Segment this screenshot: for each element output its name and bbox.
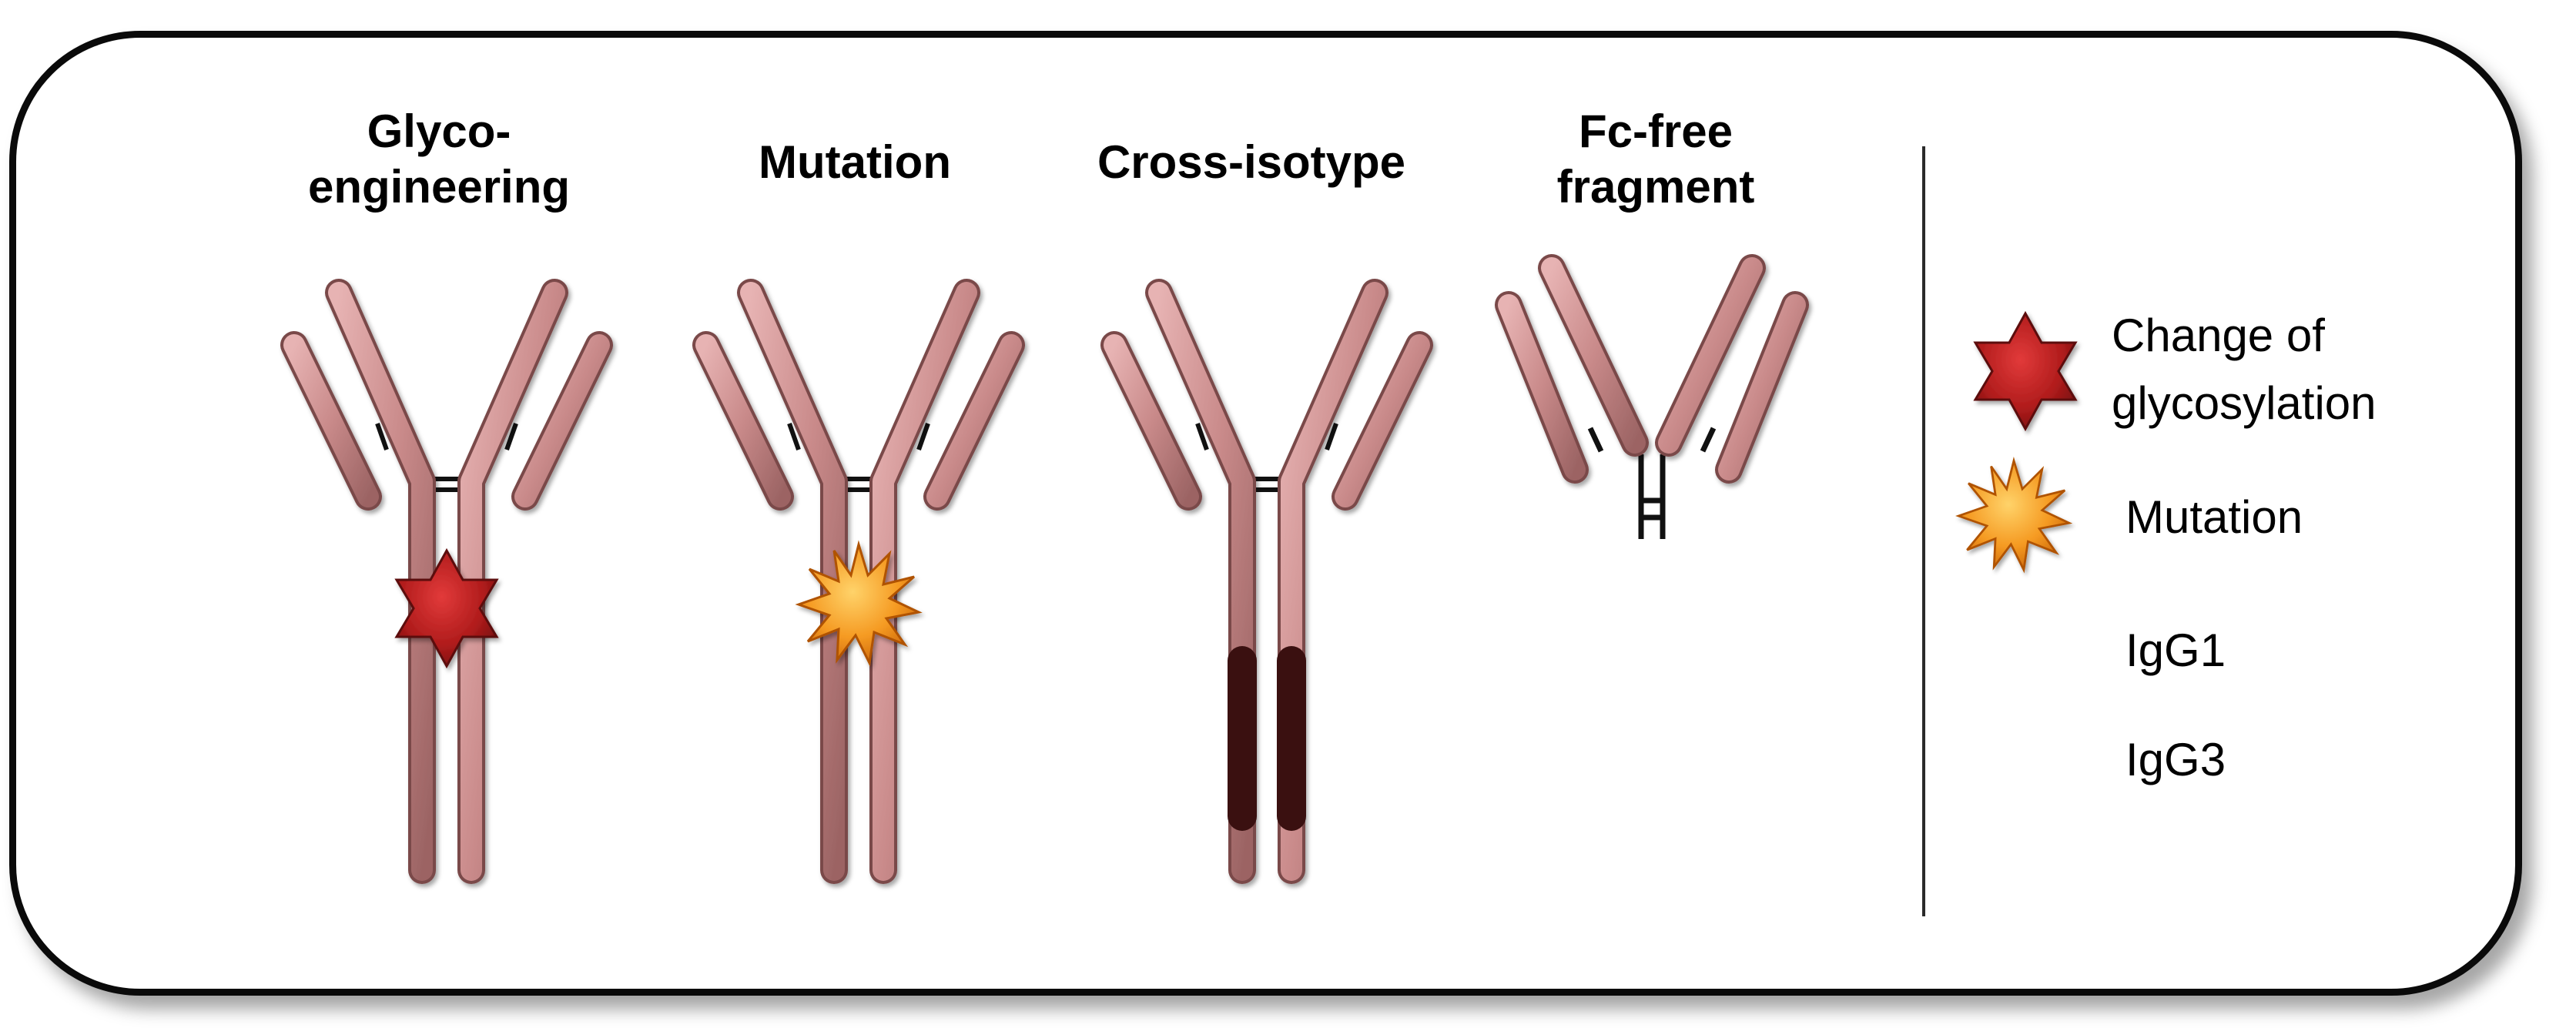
igg3-segment [1228,646,1306,831]
legend-label-igg1: IgG1 [2125,625,2226,676]
panel-title-glycoengineering: Glyco- engineering [254,104,624,215]
red-star-icon [1974,312,2077,430]
antibody-mutated-icon [706,293,1011,870]
antibody-glycoengineered-icon [294,293,599,870]
title-line: fragment [1556,161,1755,213]
panel-title-mutation: Mutation [759,136,951,188]
title-line: Glyco- [367,105,511,157]
orange-burst-icon [1957,459,2071,571]
antibody-cross-isotype-icon [1114,293,1419,870]
panel-title-cross-isotype: Cross-isotype [1097,136,1406,188]
legend-line: Change of [2112,310,2325,361]
panel-title-fc-free-fragment: Fc-free fragment [1471,104,1841,215]
legend-label-igg3: IgG3 [2125,734,2226,785]
legend-line: glycosylation [2112,377,2377,429]
legend-label-mutation: Mutation [2125,491,2303,543]
legend-divider [1922,146,1925,916]
antibody-fc-free-fragment-icon [1495,254,1809,539]
title-line: engineering [307,161,571,213]
legend-label-change-of-glycosylation: Change of glycosylation [2112,302,2377,437]
title-line: Fc-free [1578,105,1734,157]
mutation-burst-icon [797,543,920,665]
